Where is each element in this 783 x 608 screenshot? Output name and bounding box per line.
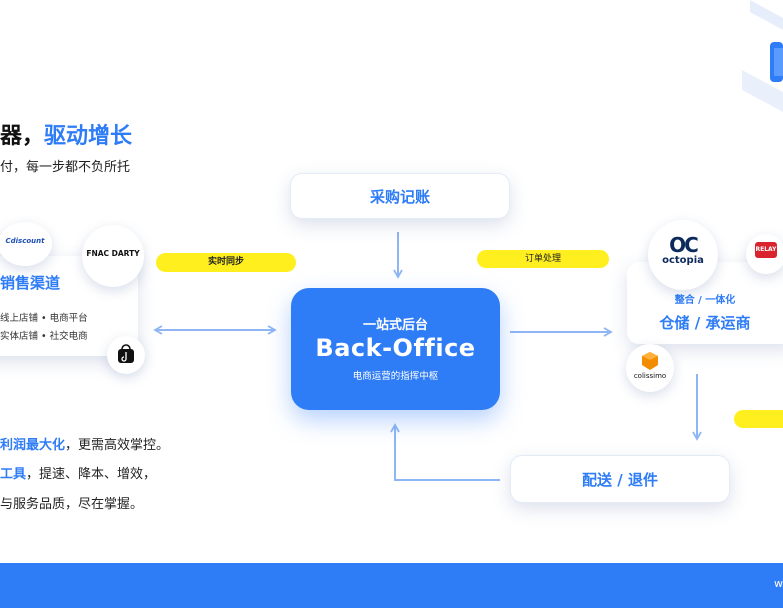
body-line-3: 与服务品质，尽在掌握。 — [0, 497, 144, 512]
node-delivery-returns: 配送 / 退件 — [510, 455, 730, 503]
warehouse-subtitle: 整合 / 一体化 — [674, 295, 736, 306]
footer-text: w — [774, 577, 783, 590]
sales-line-offline: 实体店铺 • 社交电商 — [0, 331, 88, 342]
tiktok-shop-icon — [107, 336, 145, 374]
cdiscount-logo: Cdiscount — [0, 222, 52, 266]
octopia-logo: OC octopia — [648, 220, 718, 290]
central-main-label: Back-Office — [315, 334, 476, 362]
subline: 付，每一步都不负所托 — [0, 160, 131, 175]
headline-part1: 器， — [0, 124, 45, 149]
body-line-2: 工具，提速、降本、增效， — [0, 467, 157, 482]
node-purchase-label: 采购记账 — [369, 188, 430, 206]
iso-decoration — [742, 0, 783, 112]
sales-line-online: 线上店铺 • 电商平台 — [0, 313, 88, 324]
central-top-label: 一站式后台 — [362, 318, 428, 333]
warehouse-title: 仓储 / 承运商 — [659, 314, 751, 332]
headline: 器，驱动增长 — [0, 118, 132, 150]
tiktok-bag-icon — [118, 344, 134, 363]
tag-realtime-sync: 实时同步 — [156, 253, 296, 272]
node-purchase: 采购记账 — [290, 173, 510, 219]
arrow-delivery-to-central — [390, 423, 500, 481]
footer-bar: w — [0, 563, 783, 608]
central-sub-label: 电商运营的指挥中枢 — [352, 371, 439, 382]
node-back-office: 一站式后台 Back-Office 电商运营的指挥中枢 — [291, 288, 500, 410]
relay-logo: RELAY — [746, 234, 783, 274]
colissimo-logo: colissimo — [626, 344, 674, 392]
fnac-darty-logo: FNAC DARTY — [82, 225, 144, 287]
tag-right-edge — [734, 410, 783, 428]
headline-accent: 驱动增长 — [44, 124, 133, 149]
tag-order-processing: 订单处理 — [477, 250, 609, 268]
node-delivery-label: 配送 / 退件 — [582, 471, 658, 489]
node-sales-title: 销售渠道 — [0, 274, 61, 292]
colissimo-box-icon — [642, 352, 658, 370]
body-line-1: 利润最大化，更需高效掌控。 — [0, 438, 170, 453]
